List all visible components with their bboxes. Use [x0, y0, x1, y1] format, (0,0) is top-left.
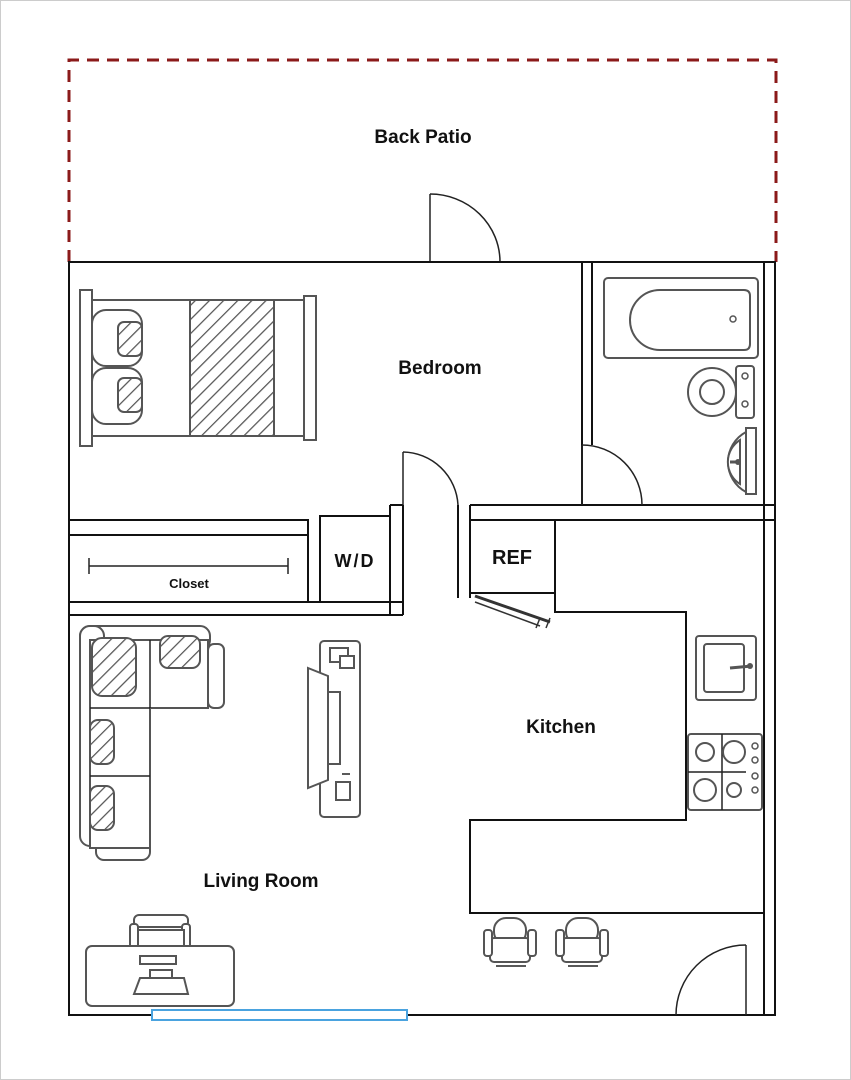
closet-label: Closet: [169, 576, 209, 591]
sectional-sofa: [79, 625, 225, 861]
bedroom-door: [402, 451, 459, 506]
washer-dryer-label: W/D: [335, 551, 376, 571]
kitchen-counter: [469, 520, 764, 914]
bathtub: [603, 277, 759, 359]
kitchen-sink: [695, 635, 757, 701]
bedroom-label: Bedroom: [398, 358, 481, 379]
kitchen-label: Kitchen: [526, 717, 596, 738]
bed: [79, 289, 317, 447]
living-room-label: Living Room: [203, 871, 318, 892]
closet: [68, 519, 403, 616]
patio-door: [429, 193, 501, 263]
bar-stool-2: [555, 917, 609, 967]
patio-label: Back Patio: [374, 127, 471, 148]
toilet: [687, 365, 755, 419]
hallway-walls: [389, 505, 471, 615]
bar-stool-1: [483, 917, 537, 967]
washer-dryer: [319, 515, 391, 603]
refrigerator-door: [474, 594, 551, 629]
refrigerator-label: REF: [492, 547, 532, 569]
bathroom-door: [581, 444, 643, 506]
front-window: [151, 1009, 408, 1021]
stove: [687, 733, 763, 811]
entrance-door: [675, 944, 747, 1016]
bedroom-bottom-wall: [69, 504, 775, 521]
bathroom-sink: [726, 427, 757, 495]
tv-stand: [307, 640, 361, 818]
patio-outline: [67, 58, 778, 262]
desk-with-chair: [85, 914, 235, 1007]
outer-walls: [68, 261, 776, 1016]
